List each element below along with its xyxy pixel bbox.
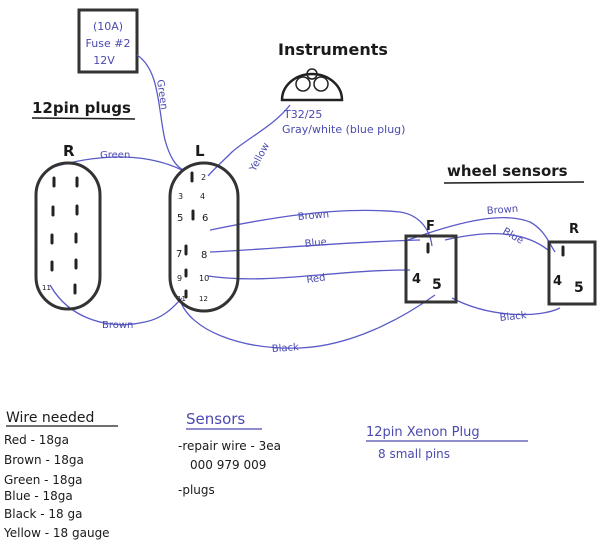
wire-green-fuse — [136, 54, 184, 171]
wire-yellow — [207, 104, 291, 177]
sensors-note-item: 000 979 009 — [190, 458, 266, 472]
wheel-sensors-underline — [443, 181, 585, 184]
sensors-note-item: -repair wire - 3ea — [178, 439, 281, 453]
label-brown-bottom: Brown — [102, 320, 133, 331]
instruments-group: Instruments T32/25 Gray/white (blue plug… — [278, 40, 405, 136]
plug-left-body — [168, 161, 240, 313]
plug-right-pin-11: 11 — [42, 284, 51, 292]
sensor-front-pin-4: 4 — [412, 272, 421, 287]
sensor-rear-body — [547, 240, 597, 306]
xenon-note: 12pin Xenon Plug 8 small pins — [366, 425, 528, 461]
label-brown-left: Brown — [297, 209, 329, 223]
fuse-rating: (10A) — [93, 20, 123, 33]
sensor-rear-pin-4: 4 — [553, 274, 562, 289]
plug-left-label: L — [195, 142, 205, 160]
fuse-voltage: 12V — [93, 54, 115, 67]
wire-needed-item: Yellow - 18 gauge — [3, 526, 110, 540]
wire-red — [207, 269, 411, 280]
wire-needed-item: Red - 18ga — [4, 433, 69, 447]
wires — [49, 54, 561, 349]
sensor-rear: R 4 5 — [547, 222, 597, 306]
wire-black-left — [179, 294, 436, 349]
label-red: Red — [306, 272, 326, 286]
wire-brown-left — [209, 209, 433, 247]
pin-label-12: 12 — [199, 295, 208, 303]
xenon-note-sub: 8 small pins — [378, 447, 450, 461]
label-blue-left: Blue — [304, 237, 327, 250]
label-black-right: Black — [499, 310, 527, 324]
pin-label-5: 5 — [177, 213, 183, 224]
pin-label-2: 2 — [201, 173, 206, 182]
wire-blue-left — [209, 239, 421, 253]
pin-label-6: 6 — [202, 213, 208, 224]
pin-label-9: 9 — [177, 274, 182, 283]
plug-right-body — [34, 161, 102, 311]
sensor-front: F 4 5 — [404, 219, 458, 304]
wire-needed-item: Black - 18 ga — [4, 507, 82, 521]
sensor-front-label: F — [426, 219, 435, 234]
wire-needed-item: Brown - 18ga — [4, 453, 84, 467]
sensors-note-title: Sensors — [186, 410, 245, 428]
fuse-number: Fuse #2 — [86, 37, 131, 50]
wire-labels: Green Green Yellow Brown Brown Blue Red … — [100, 79, 527, 355]
label-black-left: Black — [271, 342, 299, 355]
pin-label-8: 8 — [201, 250, 207, 261]
pin-label-7: 7 — [176, 249, 182, 260]
plugs-title: 12pin plugs — [32, 99, 131, 117]
fuse-box: (10A) Fuse #2 12V — [77, 8, 139, 74]
wire-needed-title: Wire needed — [6, 410, 94, 426]
gauge-cluster-icon — [280, 68, 344, 102]
sensor-rear-label: R — [569, 222, 579, 237]
label-green-plug: Green — [100, 150, 130, 161]
wire-blue-right — [444, 232, 549, 251]
plug-right-label: R — [63, 142, 75, 160]
instruments-desc: Gray/white (blue plug) — [282, 123, 405, 136]
wheel-sensors-title: wheel sensors — [447, 162, 568, 180]
fuse-box-outline — [77, 8, 139, 74]
label-green-fuse: Green — [154, 79, 169, 111]
instruments-title: Instruments — [278, 40, 388, 59]
label-yellow: Yellow — [247, 141, 272, 174]
plug-left-pins — [184, 171, 195, 299]
wire-needed-item: Blue - 18ga — [4, 489, 73, 503]
xenon-note-title: 12pin Xenon Plug — [366, 425, 480, 440]
sensor-rear-pin-5: 5 — [574, 280, 584, 296]
pin-label-11: 11 — [177, 295, 186, 303]
wire-brown-bottom — [49, 284, 183, 326]
wire-needed-item: Green - 18ga — [4, 473, 83, 487]
plug-right: R 11 — [34, 142, 102, 311]
sensor-front-pin-5: 5 — [432, 277, 442, 293]
plug-left: L 2 3 4 5 6 7 8 9 10 11 12 — [168, 142, 240, 313]
plugs-title-underline — [31, 117, 136, 120]
wire-black-right — [451, 297, 561, 316]
sensor-front-body — [404, 234, 458, 304]
wire-needed-list: Wire needed Red - 18ga Brown - 18ga Gree… — [3, 410, 118, 540]
pin-label-3: 3 — [178, 192, 183, 201]
label-brown-right: Brown — [486, 204, 518, 217]
plug-right-pins — [50, 176, 79, 295]
pin-label-10: 10 — [199, 274, 209, 283]
instruments-part: T32/25 — [283, 108, 322, 121]
sensors-note: Sensors -repair wire - 3ea 000 979 009 -… — [178, 410, 281, 497]
label-blue-right: Blue — [501, 226, 526, 247]
sensors-note-item: -plugs — [178, 483, 215, 497]
pin-label-4: 4 — [200, 192, 205, 201]
